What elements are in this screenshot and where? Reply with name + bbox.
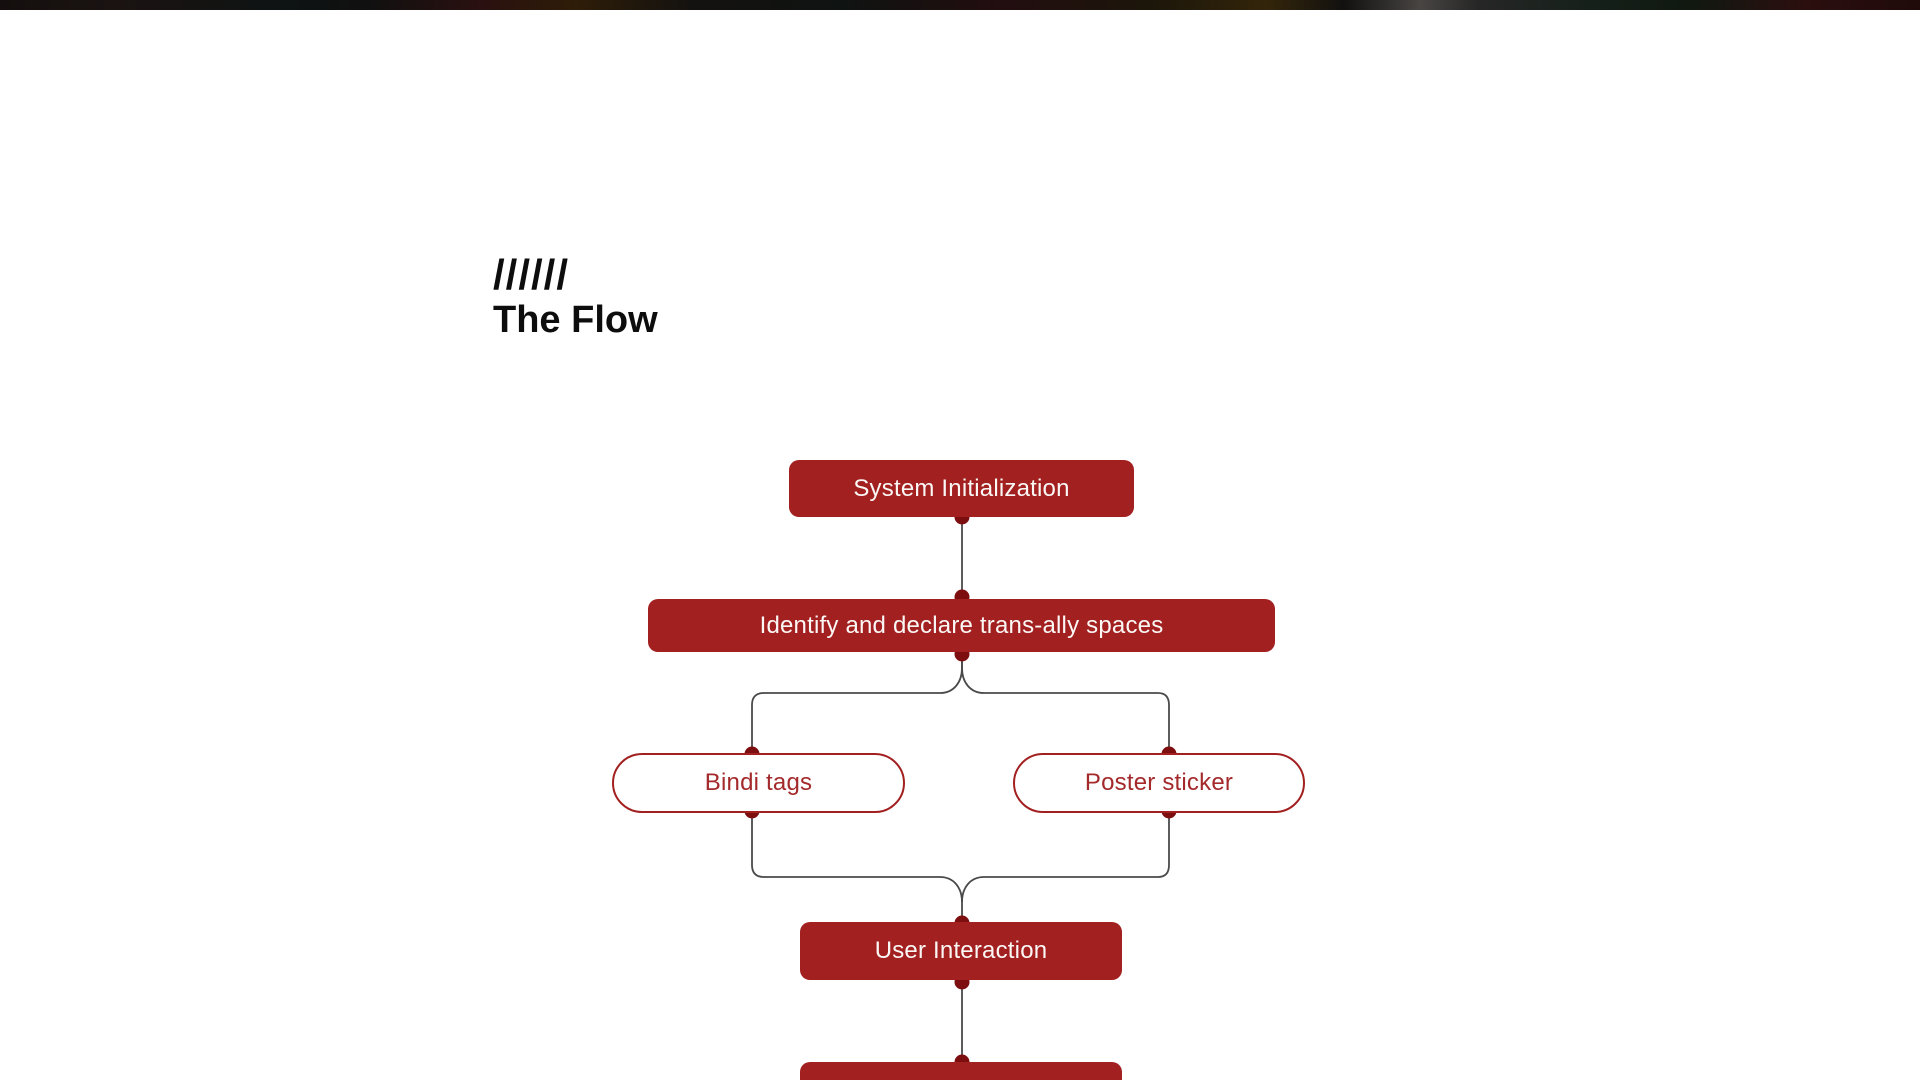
flow-node-bindi-tags: Bindi tags bbox=[612, 753, 905, 813]
flow-node-label: System Initialization bbox=[853, 474, 1070, 502]
page-title: The Flow bbox=[493, 299, 658, 341]
flow-node-label: Poster sticker bbox=[1084, 769, 1234, 796]
decorative-slashes: ////// bbox=[493, 251, 570, 298]
connector-line bbox=[751, 811, 963, 922]
flow-node-identify-declare-trans-ally-spaces: Identify and declare trans-ally spaces bbox=[648, 599, 1275, 652]
flow-node-label: User Interaction bbox=[874, 937, 1048, 964]
top-image-strip bbox=[0, 0, 1920, 10]
connector-line bbox=[961, 654, 1170, 753]
flow-node-label: Identify and declare trans-ally spaces bbox=[759, 611, 1164, 639]
section-title-block: ////// The Flow bbox=[493, 251, 658, 341]
flow-node-user-interaction: User Interaction bbox=[800, 922, 1122, 980]
connector-line bbox=[751, 654, 963, 753]
connector-line bbox=[961, 811, 1170, 903]
flow-node-label: Bindi tags bbox=[704, 769, 813, 796]
flow-node-poster-sticker: Poster sticker bbox=[1013, 753, 1305, 813]
flow-node-system-initialization: System Initialization bbox=[789, 460, 1134, 517]
flow-node-partial-bottom bbox=[800, 1062, 1122, 1080]
